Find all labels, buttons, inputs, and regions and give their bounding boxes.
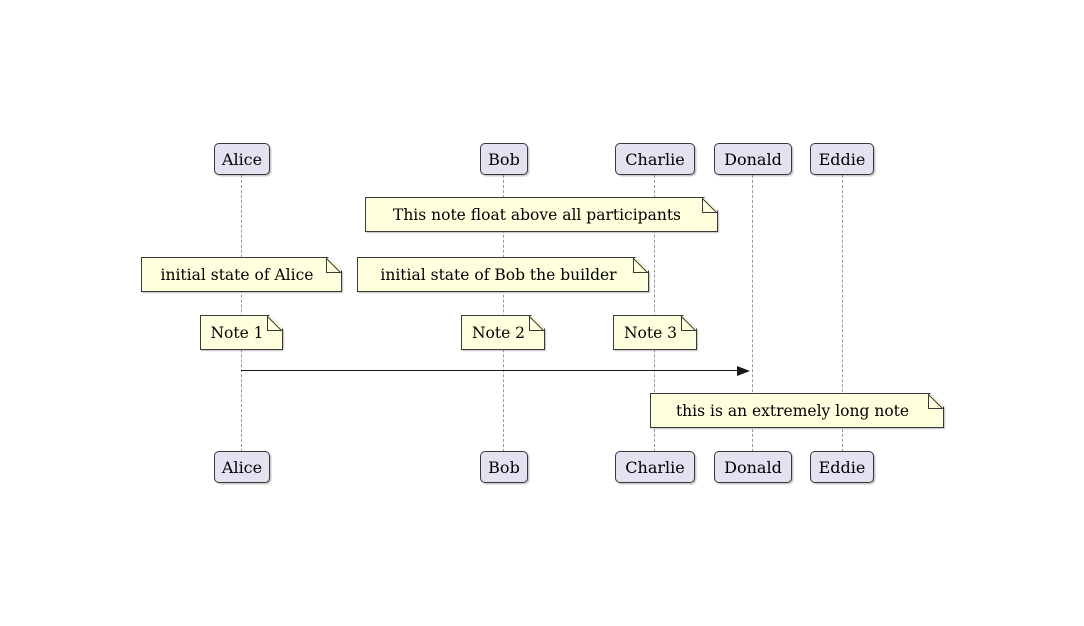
participant-top-donald: Donald <box>714 143 792 175</box>
message-arrow-alice-to-donald <box>241 370 739 371</box>
participant-label: Eddie <box>818 149 866 169</box>
lifeline-eddie <box>842 175 843 452</box>
note-bob-state: initial state of Bob the builder <box>357 257 649 292</box>
note-alice-state: initial state of Alice <box>141 257 342 292</box>
participant-top-eddie: Eddie <box>810 143 874 175</box>
lifeline-donald <box>752 175 753 452</box>
note-fold-icon <box>326 258 341 273</box>
participant-label: Eddie <box>818 457 866 477</box>
note-text: initial state of Alice <box>160 265 314 284</box>
note-text: this is an extremely long note <box>675 401 910 420</box>
participant-label: Charlie <box>625 149 685 169</box>
participant-top-bob: Bob <box>480 143 528 175</box>
note-floating: This note float above all participants <box>365 197 718 232</box>
participant-label: Charlie <box>625 457 685 477</box>
note-text: Note 1 <box>210 323 264 342</box>
arrowhead-icon <box>737 365 750 376</box>
lifeline-charlie <box>654 175 655 452</box>
note-long: this is an extremely long note <box>650 393 944 428</box>
participant-top-charlie: Charlie <box>615 143 695 175</box>
note-1: Note 1 <box>200 315 283 350</box>
participant-label: Alice <box>221 457 263 477</box>
lifeline-alice <box>241 175 242 452</box>
note-fold-icon <box>928 394 943 409</box>
note-text: Note 3 <box>623 323 678 342</box>
participant-label: Bob <box>488 149 520 169</box>
participant-bottom-charlie: Charlie <box>615 451 695 483</box>
participant-bottom-eddie: Eddie <box>810 451 874 483</box>
participant-label: Alice <box>221 149 263 169</box>
participant-top-alice: Alice <box>214 143 270 175</box>
note-fold-icon <box>681 316 696 331</box>
note-fold-icon <box>267 316 282 331</box>
participant-label: Donald <box>724 457 782 477</box>
participant-label: Bob <box>488 457 520 477</box>
note-fold-icon <box>529 316 544 331</box>
participant-label: Donald <box>724 149 782 169</box>
note-text: initial state of Bob the builder <box>380 265 617 284</box>
participant-bottom-alice: Alice <box>214 451 270 483</box>
note-fold-icon <box>702 198 717 213</box>
note-fold-icon <box>633 258 648 273</box>
lifeline-bob <box>503 175 504 452</box>
participant-bottom-bob: Bob <box>480 451 528 483</box>
note-text: Note 2 <box>471 323 526 342</box>
participant-bottom-donald: Donald <box>714 451 792 483</box>
note-3: Note 3 <box>613 315 697 350</box>
note-2: Note 2 <box>461 315 545 350</box>
note-text: This note float above all participants <box>392 205 682 224</box>
